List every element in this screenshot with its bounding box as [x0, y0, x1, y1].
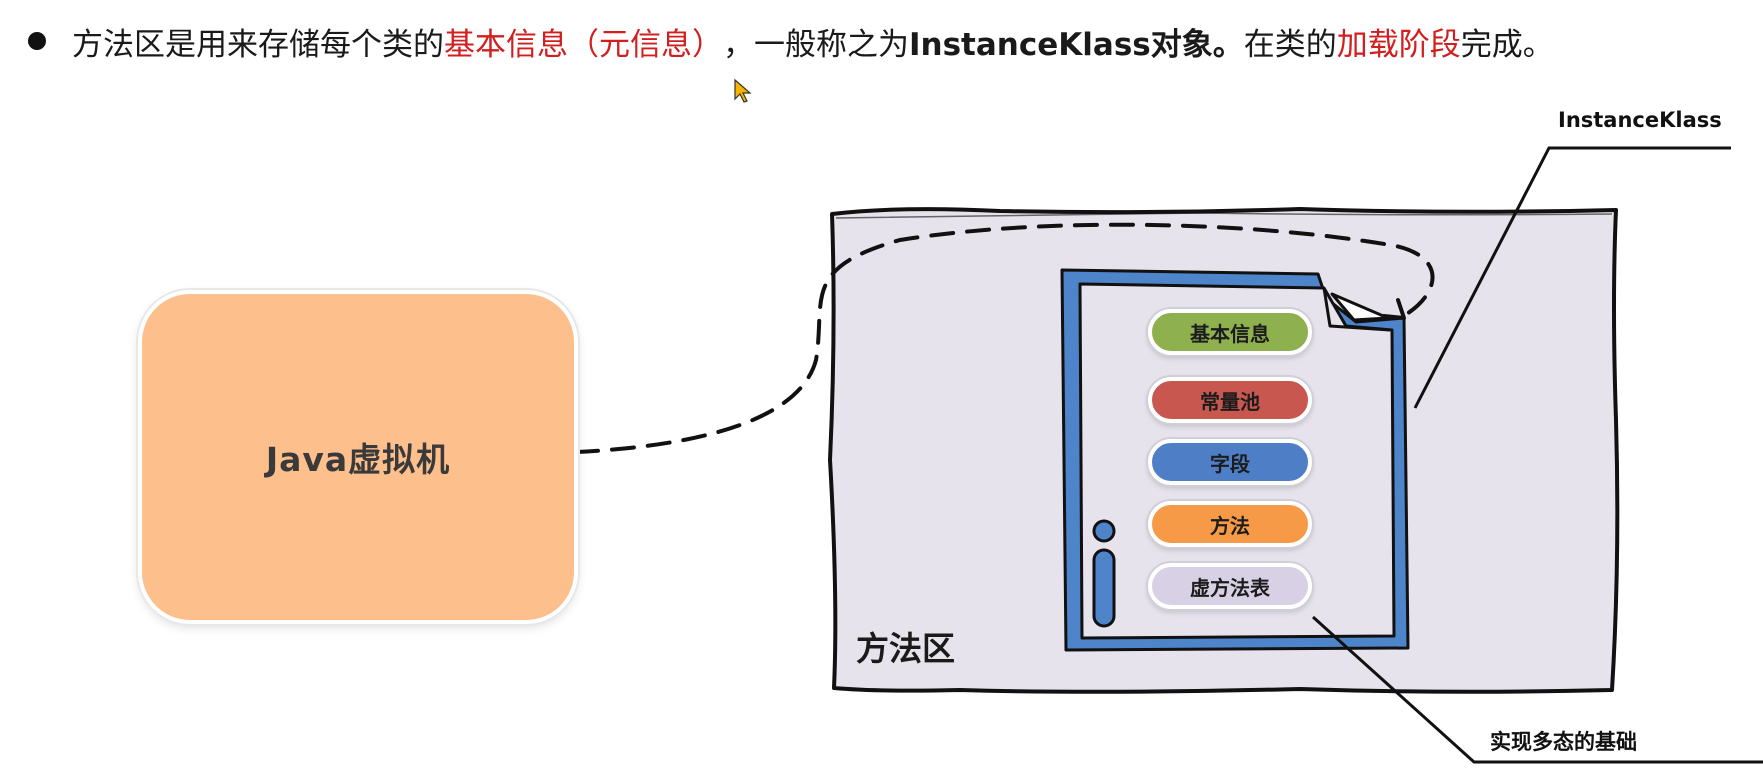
- vtable-callout-line: [1311, 615, 1763, 764]
- pill-fields: 字段: [1148, 439, 1312, 485]
- jvm-label: Java虚拟机: [265, 440, 451, 479]
- mouse-cursor-icon: [734, 78, 752, 103]
- pill-constant-pool: 常量池: [1148, 377, 1312, 423]
- sentence-part-3: ，一般称之为: [723, 26, 909, 63]
- pill-methods: 方法: [1148, 501, 1312, 547]
- dashed-reference-arrow: [574, 222, 1435, 454]
- sentence-part-1: 方法区是用来存储每个类的: [72, 26, 444, 63]
- vtable-callout-label: 实现多态的基础: [1490, 730, 1637, 754]
- sentence-highlight-loading-phase: 加载阶段: [1336, 26, 1461, 63]
- instanceklass-callout-label: InstanceKlass: [1558, 108, 1722, 132]
- sentence-part-7: 完成。: [1460, 26, 1554, 63]
- method-area-box-edge: [835, 212, 1613, 219]
- instanceklass-callout-line: [1413, 146, 1731, 409]
- bullet-dot-icon: [28, 32, 46, 50]
- sentence-instanceklass: InstanceKlass对象。: [909, 26, 1244, 63]
- sentence-part-5: 在类的: [1243, 26, 1337, 63]
- arrowhead-icon: [1382, 298, 1406, 320]
- pill-virtual-method-table: 虚方法表: [1148, 563, 1312, 609]
- method-area-label: 方法区: [856, 629, 955, 668]
- jvm-box: Java虚拟机: [138, 290, 578, 624]
- sentence-highlight-basic-info: 基本信息（元信息）: [444, 26, 723, 63]
- bullet-sentence: 方法区是用来存储每个类的 基本信息（元信息） ，一般称之为 InstanceKl…: [28, 16, 1554, 66]
- pill-basic-info: 基本信息: [1148, 309, 1312, 355]
